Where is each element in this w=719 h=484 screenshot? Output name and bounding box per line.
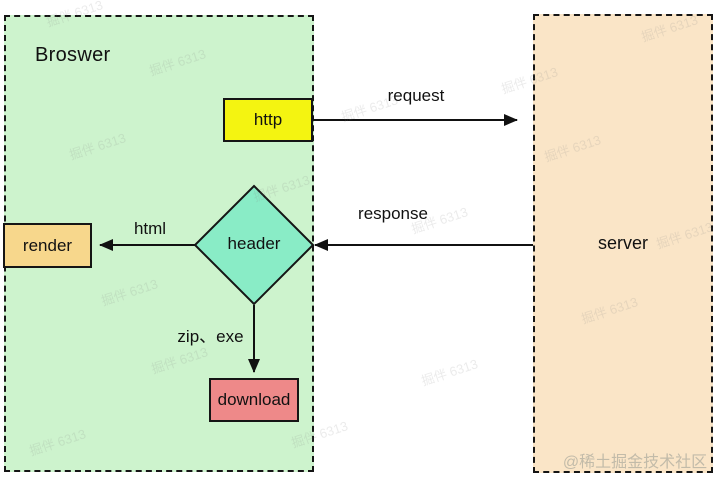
juejin-watermark-credit: @稀土掘金技术社区 [562, 454, 708, 471]
browser-zone-title: Broswer [35, 44, 111, 66]
http-node-label: http [253, 110, 283, 129]
html-edge-label: html [133, 219, 167, 238]
download-node: download [209, 378, 299, 422]
download-node-label: download [217, 390, 291, 409]
server-zone-title: server [597, 233, 648, 253]
header-node-label: header [227, 234, 281, 253]
response-edge-label: response [358, 204, 428, 223]
request-edge-label: request [387, 86, 445, 105]
http-node: http [223, 98, 313, 142]
render-node: render [3, 223, 92, 268]
zip-exe-edge-label: zip、exe [177, 327, 244, 346]
render-node-label: render [22, 235, 73, 255]
header-diamond [193, 184, 315, 306]
server-zone [533, 14, 713, 473]
